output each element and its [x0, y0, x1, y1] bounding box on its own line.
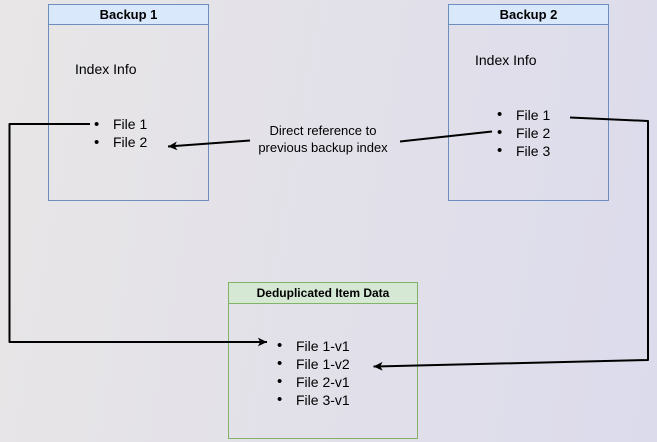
dedup-file-list: File 1-v1 File 1-v2 File 2-v1 File 3-v1: [277, 337, 350, 409]
list-item: File 1-v1: [277, 337, 350, 355]
annotation-line: previous backup index: [258, 140, 388, 155]
list-item: File 2-v1: [277, 373, 350, 391]
list-item: File 1: [497, 106, 550, 124]
list-item: File 2: [497, 124, 550, 142]
backup2-index-info-label: Index Info: [475, 52, 537, 68]
dedup-title: Deduplicated Item Data: [256, 286, 390, 300]
list-item: File 1-v2: [277, 355, 350, 373]
backup2-header: Backup 2: [449, 5, 608, 25]
dedup-header: Deduplicated Item Data: [229, 283, 417, 304]
backup1-title: Backup 1: [99, 7, 158, 22]
backup2-box: Backup 2 Index Info File 1 File 2 File 3: [448, 4, 609, 201]
list-item: File 3-v1: [277, 391, 350, 409]
deduplicated-item-data-box: Deduplicated Item Data File 1-v1 File 1-…: [228, 282, 418, 439]
annotation-label: Direct reference to previous backup inde…: [237, 122, 409, 156]
list-item: File 1: [94, 116, 147, 134]
annotation-line: Direct reference to: [269, 123, 377, 138]
list-item: File 3: [497, 142, 550, 160]
list-item: File 2: [94, 134, 147, 152]
backup1-file-list: File 1 File 2: [94, 116, 147, 151]
backup1-box: Backup 1 Index Info File 1 File 2: [48, 4, 209, 201]
backup1-header: Backup 1: [49, 5, 208, 25]
backup2-file-list: File 1 File 2 File 3: [497, 106, 550, 160]
backup2-title: Backup 2: [499, 7, 558, 22]
backup1-index-info-label: Index Info: [75, 61, 137, 77]
